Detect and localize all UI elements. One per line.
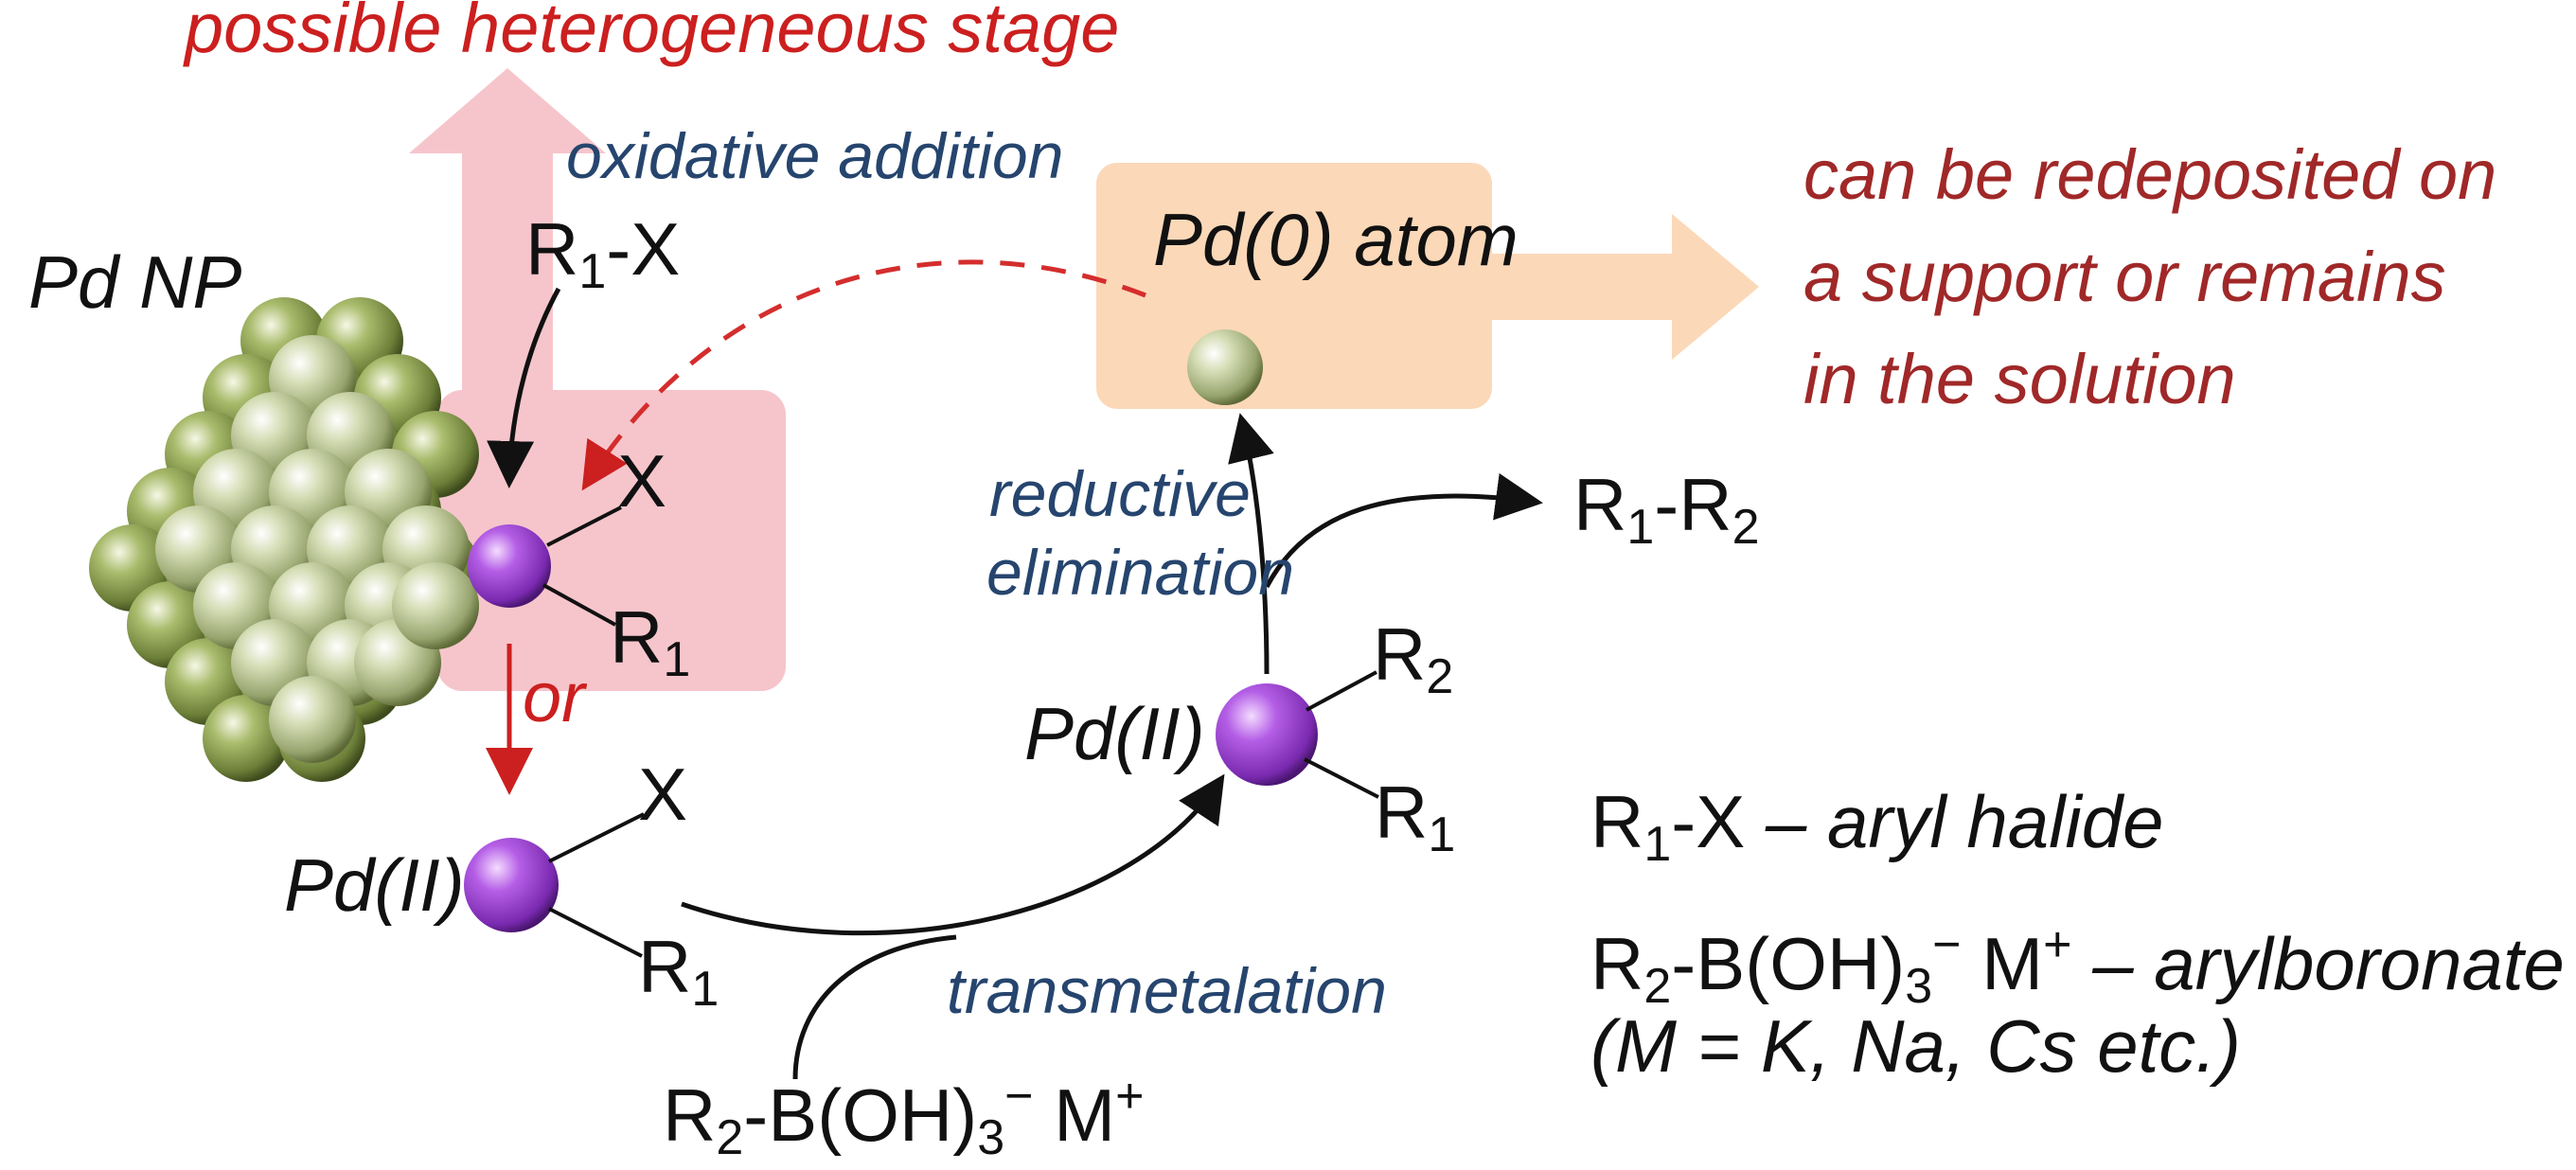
- reductive-elimination-arrow: [1228, 413, 1274, 675]
- surface-ligand-x: X: [617, 439, 666, 523]
- redeposit-note-line1: can be redeposited on: [1803, 135, 2496, 214]
- np-atom: [203, 695, 290, 782]
- np-atom: [269, 676, 356, 763]
- legend-line-arylboronate: R2-B(OH)3− M+ – arylboronate: [1590, 917, 2565, 1014]
- pd-ii-left-label: Pd(II): [284, 843, 465, 927]
- pd-nanoparticle: [89, 297, 479, 782]
- bonds: [542, 505, 1379, 958]
- pd-ii-right-sphere: [1216, 683, 1318, 786]
- legend: R1-X – aryl halide R2-B(OH)3− M+ – arylb…: [1590, 780, 2565, 1088]
- pd-ii-left-sphere: [464, 838, 559, 932]
- transmetalation-arrow: [681, 773, 1225, 936]
- r1x-reactant: R1-X: [525, 207, 680, 299]
- pd0-atom-label: Pd(0) atom: [1153, 198, 1519, 281]
- pd-ii-surface-sphere: [468, 524, 551, 608]
- left-ligand-x: X: [638, 753, 687, 836]
- oxidative-addition-arrow: [487, 287, 561, 488]
- heterogeneous-stage-title: possible heterogeneous stage: [183, 0, 1119, 67]
- np-atom: [392, 562, 479, 649]
- or-label: or: [523, 658, 588, 736]
- reductive-elimination-label-2: elimination: [986, 537, 1294, 609]
- surface-ligand-r1: R1: [610, 595, 690, 687]
- product-arrow: [1264, 472, 1543, 589]
- boronate-reactant: R2-B(OH)3− M+: [663, 1069, 1145, 1165]
- transmetalation-label: transmetalation: [947, 955, 1387, 1027]
- r1r2-product: R1-R2: [1573, 463, 1760, 555]
- pd-np-label: Pd NP: [28, 240, 241, 324]
- reductive-elimination-label-1: reductive: [989, 458, 1251, 530]
- right-ligand-r1: R1: [1375, 771, 1455, 862]
- boronate-feed-arrow: [792, 934, 957, 1080]
- pd0-atom-sphere: [1187, 329, 1263, 405]
- redeposit-note-line2: a support or remains: [1803, 238, 2446, 316]
- right-ligand-r2: R2: [1373, 612, 1453, 704]
- legend-line-aryl-halide: R1-X – aryl halide: [1590, 780, 2164, 872]
- redeposition-dashed-arrow: [581, 259, 1146, 491]
- redeposit-note-line3: in the solution: [1803, 340, 2236, 418]
- legend-line-counterion: (M = K, Na, Cs etc.): [1590, 1004, 2241, 1088]
- oxidative-addition-label: oxidative addition: [566, 120, 1063, 192]
- left-ligand-r1: R1: [638, 925, 719, 1017]
- pd-ii-right-label: Pd(II): [1024, 692, 1205, 775]
